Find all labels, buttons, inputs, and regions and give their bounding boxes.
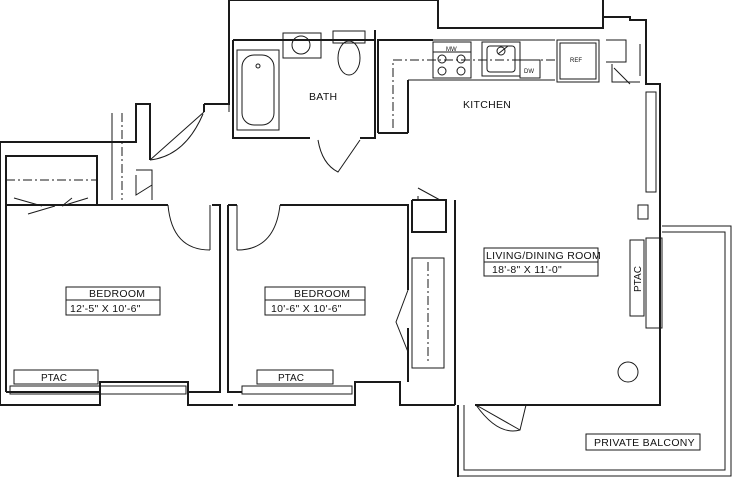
bath-door-swing	[317, 139, 361, 173]
faucet-icon	[496, 46, 506, 56]
refrigerator	[556, 39, 600, 83]
kitchen: MW DW REF KITCHEN	[377, 39, 641, 134]
ptac-right-label: PTAC	[633, 266, 644, 292]
balcony-tag	[585, 433, 701, 451]
bath: BATH	[232, 30, 376, 173]
ptac-unit-middle	[256, 369, 334, 385]
bathtub	[236, 49, 280, 131]
bedroom-left-door-swing	[167, 204, 211, 251]
coat-closet-door	[417, 187, 441, 201]
kitchen-sink	[481, 41, 521, 77]
ptac-unit-left	[13, 369, 99, 385]
bedroom-right: BEDROOM 10'-6" X 10'-6" PTAC	[227, 204, 445, 395]
refrigerator-label: REF	[570, 58, 582, 64]
living-dining: LIVING/DINING ROOM 18'-8" X 11'-0" PTAC	[411, 91, 663, 432]
bedroom-right-closet-door	[395, 289, 409, 353]
window-left	[9, 385, 187, 395]
toilet-icon	[337, 40, 361, 76]
microwave-label: MW	[446, 47, 457, 53]
bath-label: BATH	[309, 91, 337, 103]
bedroom-left-dims: 12'-5" X 10'-6"	[70, 303, 141, 315]
bedroom-left: BEDROOM 12'-5" X 10'-6" PTAC	[5, 155, 221, 395]
kitchen-label: KITCHEN	[463, 99, 511, 111]
ptac-left-label: PTAC	[41, 373, 67, 384]
entry-closet	[611, 64, 640, 83]
dishwasher-label: DW	[524, 69, 534, 75]
bathtub-basin	[241, 54, 275, 126]
closet-door	[135, 175, 153, 196]
bedroom-right-label: BEDROOM	[294, 288, 350, 300]
window-right-lower	[645, 237, 663, 329]
window-right-upper	[645, 91, 657, 193]
private-balcony: PRIVATE BALCONY	[457, 225, 732, 477]
bedroom-left-label: BEDROOM	[89, 288, 145, 300]
living-label: LIVING/DINING ROOM	[486, 250, 601, 262]
bedroom-right-tag	[264, 286, 366, 316]
sink-icon	[291, 35, 311, 55]
ptac-unit-right	[629, 239, 645, 317]
closet-bifold-doors	[13, 197, 89, 215]
burner-icon	[437, 66, 447, 76]
bedroom-left-tag	[65, 286, 161, 316]
window-middle	[241, 385, 353, 395]
bedroom-right-closet	[411, 257, 445, 369]
burner-icon	[456, 54, 466, 64]
tub-drain-icon	[255, 63, 261, 69]
sink-basin	[486, 45, 516, 73]
column-post	[637, 204, 649, 220]
bedroom-right-door-swing	[236, 204, 281, 251]
toilet-tank	[332, 30, 366, 44]
column-round-icon	[617, 361, 639, 383]
bedroom-right-dims: 10'-6" X 10'-6"	[271, 303, 342, 315]
balcony-label: PRIVATE BALCONY	[594, 437, 695, 449]
burner-icon	[437, 54, 447, 64]
outer-walls	[0, 0, 661, 406]
vanity	[282, 32, 322, 59]
ptac-middle-label: PTAC	[278, 373, 304, 384]
range	[432, 41, 472, 79]
burner-icon	[456, 66, 466, 76]
dishwasher	[519, 59, 541, 79]
hall	[111, 111, 205, 200]
living-dims: 18'-8" X 11'-0"	[492, 264, 562, 276]
hall-door-swing	[149, 113, 204, 161]
